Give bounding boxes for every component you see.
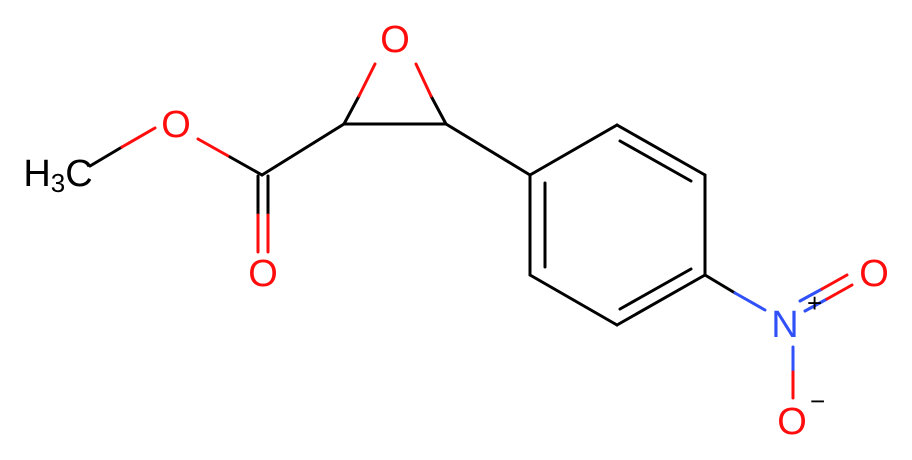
nitro-oxygen-double: O	[859, 253, 889, 295]
nitro-n-charge: +	[807, 288, 822, 318]
nitro-nitrogen: N	[771, 304, 798, 346]
ester-oxygen: O	[161, 104, 191, 146]
ring-bond-5	[528, 273, 619, 327]
bond-epoxide-ring	[444, 122, 532, 177]
ring-bond-2	[615, 123, 707, 177]
bond-n-o-double-a-blue	[798, 287, 824, 303]
bond-n-o-double-a-red	[820, 273, 849, 291]
ring-bond-1	[528, 123, 619, 177]
carbonyl-oxygen: O	[248, 253, 278, 295]
bond-o-carbonyl-red	[196, 137, 232, 159]
bond-ring-n	[703, 273, 737, 295]
bond-carbonyl-epoxide	[260, 122, 346, 177]
bond-ch3-o	[88, 145, 124, 168]
bond-c2-o	[342, 94, 361, 126]
epoxide-oxygen: O	[380, 19, 410, 61]
bond-n-o-double-b-red	[825, 283, 854, 301]
methyl-label: H3C	[23, 153, 92, 198]
ring-inner-3	[618, 267, 693, 311]
bond-n-o-double-b-blue	[803, 297, 829, 313]
ring-inner-2	[618, 139, 693, 183]
nitro-o-charge: −	[810, 386, 825, 416]
bond-c3-o	[429, 94, 448, 126]
nitro-oxygen-single: O	[777, 401, 807, 443]
methyl-h: H	[23, 153, 50, 195]
ring-bond-4	[615, 273, 707, 327]
bond-c3-o-red	[414, 62, 433, 98]
bond-ch3-o-red	[120, 126, 157, 149]
bond-ring-n-blue	[733, 291, 767, 312]
bond-o-carbonyl	[228, 155, 264, 177]
methyl-c: C	[65, 153, 92, 195]
bond-c2-o-red	[357, 62, 377, 98]
methyl-subscript: 3	[51, 168, 65, 198]
